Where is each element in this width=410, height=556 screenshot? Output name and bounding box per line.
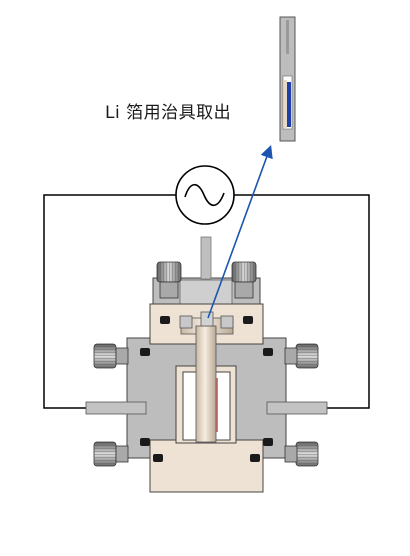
caption-li-foil-jig-removal: Li 箔用治具取出 (105, 103, 232, 123)
knob-left-lower-icon (93, 441, 129, 467)
li-foil-jig-removed (279, 16, 296, 142)
knob-right-upper-icon (284, 343, 319, 369)
knob-left-upper-icon (93, 343, 129, 369)
knob-right-lower-icon (284, 441, 319, 467)
knob-top-right-icon (231, 261, 257, 299)
removal-arrow (207, 144, 273, 319)
knob-top-left-icon (156, 261, 182, 299)
circuit-wires (43, 194, 370, 409)
ac-source-icon (175, 165, 235, 225)
